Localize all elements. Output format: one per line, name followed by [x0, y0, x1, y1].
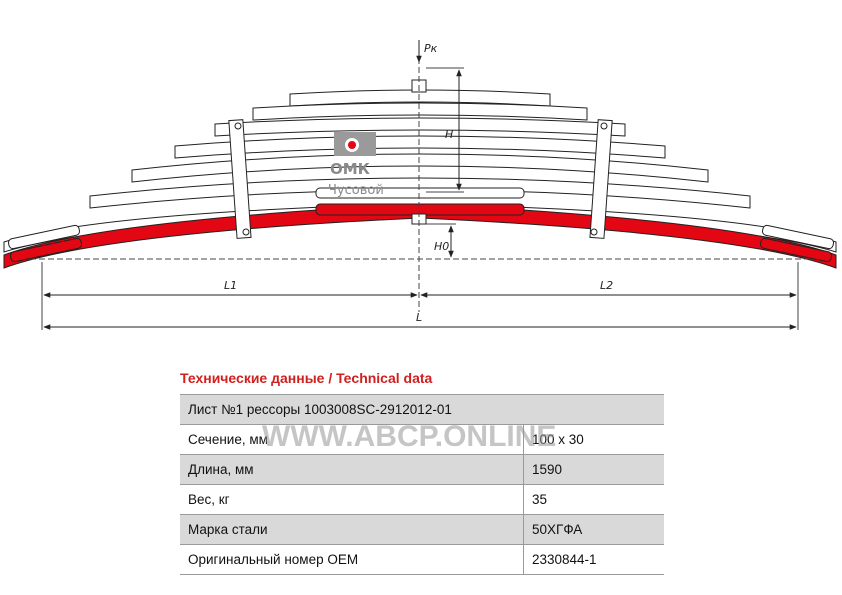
- leaf-8: [252, 102, 588, 121]
- row-value: 1590: [522, 454, 664, 485]
- left-end-insert: [7, 224, 81, 250]
- l2-label: L2: [600, 279, 613, 292]
- table-row: Длина, мм 1590: [180, 454, 664, 485]
- left-end-insert-red: [9, 237, 83, 263]
- load-label: Pк: [424, 42, 438, 55]
- table-row: Оригинальный номер OEM 2330844-1: [180, 544, 664, 575]
- row-value: 50ХГФА: [522, 514, 664, 545]
- row-label: Вес, кг: [180, 484, 524, 515]
- row-label: Длина, мм: [180, 454, 524, 485]
- table-row: Марка стали 50ХГФА: [180, 514, 664, 545]
- height0-label: H0: [434, 240, 449, 253]
- table-row: Сечение, мм 100 х 30: [180, 424, 664, 455]
- row-value: 35: [522, 484, 664, 515]
- table-row: Вес, кг 35: [180, 484, 664, 515]
- leaf-7: [214, 117, 626, 137]
- center-pad-white: [315, 187, 525, 199]
- section-title: Технические данные / Technical data: [180, 370, 433, 386]
- spec-table: Лист №1 рессоры 1003008SC-2912012-01 Сеч…: [180, 394, 664, 575]
- omk-logo: ОМК Чусовой: [328, 132, 384, 198]
- height-label: H: [445, 128, 453, 141]
- row-value: 2330844-1: [522, 544, 664, 575]
- leaf-5: [131, 153, 709, 183]
- leaf-4: [89, 177, 751, 209]
- row-label: Оригинальный номер OEM: [180, 544, 524, 575]
- leaf-spring-drawing: ОМК Чусовой Pк H H0 L1 L2 L: [3, 40, 837, 330]
- row-value: 100 х 30: [522, 424, 664, 455]
- row-label: Сечение, мм: [180, 424, 524, 455]
- right-end-insert: [761, 224, 835, 250]
- logo-sub: Чусовой: [328, 183, 384, 198]
- left-clamp: [228, 119, 252, 239]
- upper-leaves: [3, 89, 837, 253]
- l1-label: L1: [224, 279, 237, 292]
- right-end-insert-red: [759, 237, 833, 263]
- table-header: Лист №1 рессоры 1003008SC-2912012-01: [180, 394, 664, 425]
- length-label: L: [416, 311, 422, 324]
- row-label: Марка стали: [180, 514, 524, 545]
- center-pad-red: [315, 203, 525, 216]
- right-clamp: [589, 119, 613, 239]
- table-header-row: Лист №1 рессоры 1003008SC-2912012-01: [180, 394, 664, 425]
- logo-name: ОМК: [330, 160, 371, 178]
